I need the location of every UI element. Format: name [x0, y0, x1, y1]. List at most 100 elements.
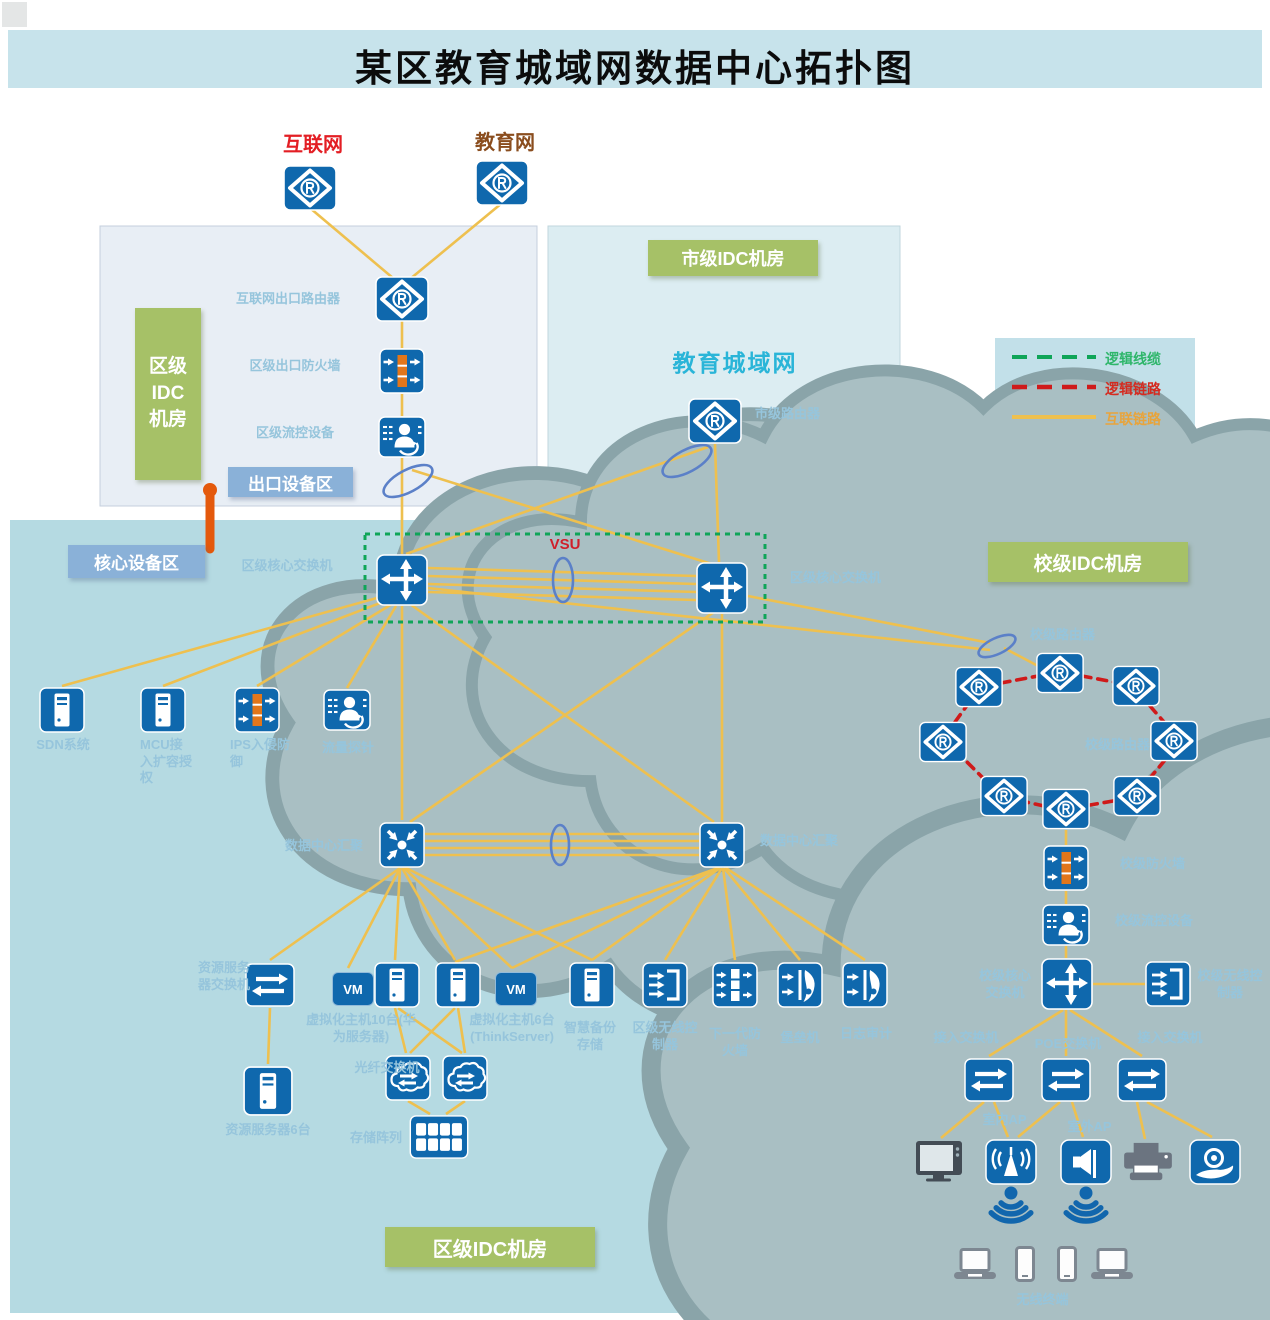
- label-school-flow-device: 校级流控设备: [1115, 913, 1194, 928]
- label-school-router-top: 校级路由器: [1029, 627, 1095, 642]
- title-bar: [8, 30, 1262, 88]
- camera-icon: [1189, 1139, 1241, 1185]
- label-district-wlan-controller: 区级无线控制器: [632, 1020, 698, 1052]
- label-backup-storage: 智慧备份存储: [563, 1020, 616, 1052]
- backup-storage-icon: [569, 962, 615, 1008]
- label-outdoor-ap: 室外AP: [1067, 1119, 1112, 1134]
- label-resource-server-6: 资源服务器6台: [225, 1122, 311, 1137]
- edu-man-cloud-title: 教育城域网: [672, 350, 798, 376]
- label-poe-switch: POE交换机: [1034, 1036, 1102, 1051]
- label-dc-agg-right: 数据中心汇聚: [760, 833, 839, 848]
- label-school-core-switch: 校级核心交换机: [978, 968, 1031, 1000]
- label-wireless-terminal: 无线终端: [1016, 1292, 1069, 1307]
- label-district-flow-device: 区级流控设备: [255, 425, 334, 440]
- label-internet-exit-router: 互联网出口路由器: [235, 291, 340, 306]
- vm-host-server-2-icon: [435, 962, 481, 1008]
- label-dc-agg-left: 数据中心汇聚: [284, 838, 363, 853]
- dc-agg-switch-right-icon: [699, 822, 745, 868]
- ips-icon: [234, 687, 280, 733]
- vsu-label: VSU: [549, 536, 581, 553]
- city-router-icon: [688, 398, 742, 444]
- school-router-icon: [919, 721, 967, 763]
- label-city-router: 市级路由器: [755, 406, 821, 421]
- label-vm-host-6: 虚拟化主机6台(ThinkServer): [469, 1012, 555, 1044]
- school-router-icon: [955, 666, 1003, 708]
- internet-exit-router-icon: [375, 276, 429, 322]
- zone-school-idc: 校级IDC机房: [988, 542, 1188, 582]
- edu-net-cloud-title: 教育网: [475, 132, 535, 154]
- access-switch-right-icon: [1118, 1059, 1166, 1101]
- resource-server-6-icon: [243, 1066, 293, 1116]
- label-mcu-license: MCU接入扩容授权: [140, 737, 193, 786]
- vm-host-server-1-icon: [374, 962, 420, 1008]
- legend-logical-link-label: 逻辑链路: [1105, 381, 1161, 397]
- school-router-icon: [980, 775, 1028, 817]
- laptop-terminal-icon: [1089, 1248, 1135, 1281]
- exit-core-connector-pin: [203, 483, 217, 554]
- school-router-icon: [1112, 665, 1160, 707]
- vm-badge-icon: VM: [332, 972, 374, 1006]
- resource-server-switch-icon: [246, 964, 294, 1006]
- district-core-switch-right-icon: [697, 563, 747, 613]
- school-flow-control-icon: [1042, 904, 1090, 946]
- label-access-switch-left: 接入交换机: [933, 1030, 999, 1045]
- label-sdn-system: SDN系统: [36, 737, 90, 752]
- storage-array-icon: [409, 1115, 469, 1159]
- label-district-core-switch-left: 区级核心交换机: [241, 558, 333, 573]
- school-router-icon: [1113, 775, 1161, 817]
- zone-district-idc-bottom: 区级IDC机房: [385, 1227, 595, 1267]
- school-wlan-controller-icon: [1145, 961, 1191, 1007]
- corner-artifact: [2, 2, 27, 27]
- district-exit-firewall-icon: [379, 348, 425, 394]
- vm-badge-icon: VM: [495, 972, 537, 1006]
- district-wlan-controller-icon: [642, 962, 688, 1008]
- label-district-core-switch-right: 区级核心交换机: [790, 570, 882, 585]
- dc-agg-switch-left-icon: [379, 822, 425, 868]
- legend-logical-cable-label: 逻辑线缆: [1105, 351, 1161, 367]
- label-flow-probe: 流量探针: [321, 740, 374, 755]
- poe-switch-icon: [1042, 1059, 1090, 1101]
- log-audit-icon: [842, 962, 888, 1008]
- phone-terminal-icon: [1015, 1246, 1035, 1282]
- outdoor-ap-icon: [1060, 1139, 1112, 1185]
- bastion-host-icon: [777, 962, 823, 1008]
- zone-district-idc-vertical: 区级IDC机房: [135, 308, 201, 480]
- district-core-switch-left-icon: [377, 555, 427, 605]
- interconnect-links: [61, 201, 1213, 1140]
- laptop-terminal-icon: [952, 1248, 998, 1281]
- vsu-boundary: [363, 532, 767, 624]
- flow-probe-icon: [323, 689, 371, 731]
- label-ngfw: 下一代防火墙: [708, 1026, 761, 1058]
- indoor-ap-icon: [985, 1139, 1037, 1185]
- label-district-exit-firewall: 区级出口防火墙: [249, 358, 341, 373]
- label-school-firewall: 校级防火墙: [1120, 856, 1186, 871]
- school-router-icon: [1042, 788, 1090, 830]
- legend-swatches: [1012, 355, 1096, 419]
- ngfw-icon: [712, 962, 758, 1008]
- zone-exit-device-area: 出口设备区: [228, 467, 353, 497]
- phone-terminal-icon: [1057, 1246, 1077, 1282]
- label-indoor-ap: 室内AP: [982, 1112, 1027, 1127]
- school-core-switch-icon: [1042, 959, 1092, 1009]
- internet-router-icon: [283, 165, 337, 211]
- page-title: 某区教育城域网数据中心拓扑图: [355, 48, 915, 89]
- district-flow-control-icon: [378, 416, 426, 458]
- fiber-switch-2-icon: [442, 1055, 488, 1101]
- zone-city-idc: 市级IDC机房: [648, 240, 818, 276]
- mcu-server-icon: [140, 687, 186, 733]
- link-aggregation-ellipses: [382, 443, 1017, 867]
- label-bastion: 堡垒机: [780, 1030, 820, 1045]
- internet-cloud-title: 互联网: [283, 134, 343, 156]
- access-switch-left-icon: [965, 1059, 1013, 1101]
- legend-interconnect-label: 互联链路: [1105, 411, 1161, 427]
- label-log-audit: 日志审计: [839, 1026, 892, 1041]
- school-firewall-icon: [1043, 845, 1089, 891]
- zone-core-device-area: 核心设备区: [68, 545, 205, 578]
- label-ips: IPS入侵防御: [230, 737, 290, 769]
- label-fiber-switch: 光纤交换机: [354, 1060, 420, 1075]
- label-vm-host-10: 虚拟化主机10台(华为服务器): [306, 1012, 416, 1044]
- label-school-router-mid: 校级路由器: [1085, 737, 1151, 752]
- label-school-wlan-controller: 校级无线控制器: [1197, 968, 1263, 1000]
